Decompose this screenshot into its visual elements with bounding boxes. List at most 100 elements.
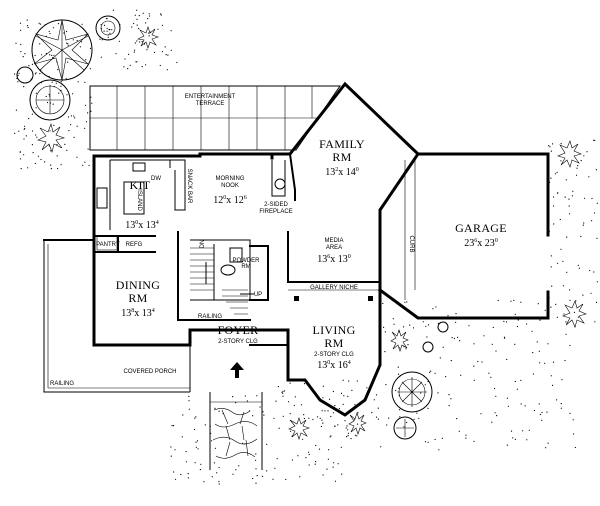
stipple-dot (101, 39, 103, 41)
stipple-dot (556, 399, 558, 401)
stipple-dot (569, 412, 571, 414)
stipple-dot (255, 482, 257, 484)
foyer-note: 2-STORY CLG (218, 339, 258, 345)
stipple-dot (404, 301, 406, 303)
stipple-dot (57, 23, 60, 25)
stipple-dot (49, 102, 52, 104)
stipple-dot (427, 380, 429, 383)
foyer-title: FOYER (218, 323, 259, 337)
stipple-dot (266, 470, 268, 472)
stipple-dot (422, 321, 424, 323)
stipple-dot (397, 373, 400, 375)
media-title-1: MEDIA (324, 238, 343, 244)
stipple-dot (371, 412, 373, 414)
stipple-dot (595, 169, 598, 171)
stipple-dot (562, 285, 565, 287)
stipple-dot (514, 313, 516, 315)
stipple-dot (39, 43, 41, 45)
media-dim: 136x 130 (317, 254, 351, 265)
stipple-dot (560, 143, 562, 145)
stipple-dot (256, 395, 258, 397)
railing-label: RAILING (198, 314, 222, 320)
stipple-dot (357, 412, 359, 414)
stipple-dot (550, 177, 552, 179)
stipple-dot (136, 40, 138, 42)
stipple-dot (133, 22, 135, 25)
stipple-dot (384, 351, 386, 353)
stipple-dot (170, 30, 172, 32)
stipple-dot (572, 190, 574, 192)
stipple-dot (81, 23, 83, 25)
stipple-dot (424, 441, 427, 443)
stipple-dot (56, 144, 58, 146)
stipple-dot (516, 388, 518, 390)
stipple-dot (591, 220, 593, 222)
stipple-dot (569, 289, 571, 291)
stipple-dot (20, 168, 22, 170)
stipple-dot (238, 465, 240, 467)
shrub-icon (390, 329, 409, 352)
stipple-dot (34, 73, 37, 75)
stipple-dot (34, 162, 36, 165)
stipple-dot (385, 384, 387, 386)
stipple-dot (16, 77, 18, 79)
stipple-dot (494, 387, 496, 390)
stipple-dot (480, 413, 482, 415)
stipple-dot (35, 92, 38, 94)
nook-dim: 120x 126 (213, 195, 247, 206)
stipple-dot (56, 155, 58, 157)
covered-porch (43, 239, 191, 393)
stipple-dot (105, 18, 108, 20)
stipple-dot (50, 168, 53, 170)
stipple-dot (322, 385, 324, 387)
stipple-dot (491, 421, 493, 423)
stipple-dot (115, 53, 117, 55)
stipple-dot (84, 81, 86, 83)
stipple-dot (547, 343, 549, 345)
stipple-dot (347, 432, 350, 434)
stipple-dot (166, 69, 168, 71)
stipple-dot (541, 411, 543, 414)
snack-bar-label: SNACK BAR (186, 169, 192, 204)
stipple-dot (103, 30, 105, 32)
stipple-dot (332, 466, 334, 468)
stipple-dot (386, 424, 388, 426)
stipple-dot (218, 410, 220, 412)
stipple-dot (19, 158, 21, 160)
stipple-dot (514, 438, 517, 440)
stipple-dot (514, 380, 516, 383)
stipple-dot (90, 110, 92, 112)
pantry-shelf (96, 235, 118, 251)
gallery-niche-label: GALLERY NICHE (310, 285, 358, 291)
stipple-dot (276, 458, 278, 460)
stipple-dot (447, 315, 449, 317)
stipple-dot (77, 81, 79, 83)
stipple-dot (146, 49, 148, 51)
kitchen-sink-icon (132, 162, 146, 172)
range-icon (96, 187, 108, 209)
stipple-dot (556, 171, 558, 173)
stipple-dot (124, 58, 126, 60)
stipple-dot (506, 444, 508, 446)
stipple-dot (334, 425, 336, 427)
stipple-dot (382, 302, 384, 305)
stipple-dot (171, 425, 173, 427)
stipple-dot (354, 434, 356, 436)
stipple-dot (73, 136, 75, 138)
stipple-dot (556, 316, 559, 318)
stipple-dot (35, 134, 37, 136)
stipple-dot (100, 28, 103, 30)
stipple-dot (41, 54, 43, 56)
stipple-dot (346, 436, 348, 438)
stipple-dot (20, 29, 22, 31)
media-title-2: AREA (326, 245, 342, 251)
stipple-dot (143, 43, 146, 45)
stipple-dot (459, 340, 461, 342)
stipple-dot (31, 63, 33, 65)
stipple-dot (193, 428, 196, 431)
stipple-dot (196, 440, 199, 442)
stipple-dot (252, 477, 254, 480)
stipple-dot (334, 405, 336, 407)
stipple-dot (31, 113, 33, 115)
stipple-dot (60, 85, 62, 87)
